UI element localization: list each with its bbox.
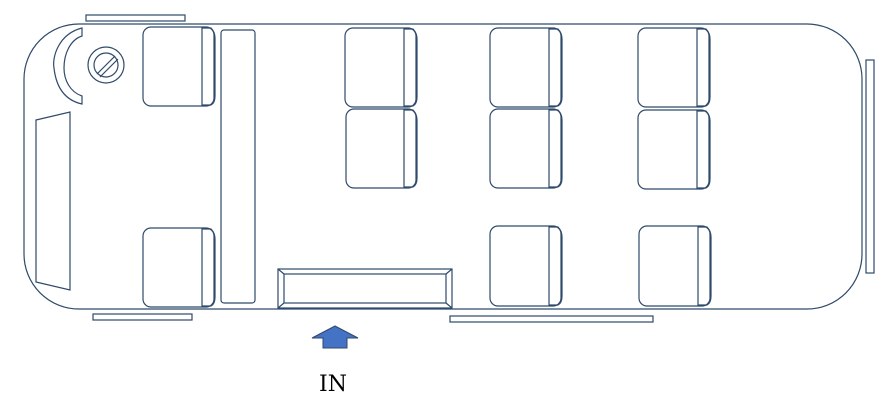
seat-row1-top: [344, 27, 418, 108]
entrance-label: IN: [319, 372, 347, 397]
seat-driver: [142, 26, 216, 107]
rear-bumper: [865, 59, 875, 274]
seat-row3-bottom: [638, 225, 712, 307]
dashboard: [35, 111, 71, 291]
seat-row3-middle: [637, 109, 711, 190]
bus-body: [23, 23, 863, 310]
side-strip-right: [449, 315, 654, 323]
seat-row2-bottom: [489, 225, 563, 307]
seat-row1-middle: [345, 108, 418, 189]
seat-row2-middle: [489, 108, 563, 189]
entrance-step: [277, 268, 453, 309]
steering-wheel-icon: [87, 46, 125, 84]
seat-row3-top: [637, 27, 711, 108]
seat-row2-top: [489, 27, 563, 108]
driver-console: [53, 27, 83, 105]
side-mirror-bottom: [92, 313, 193, 321]
seat-front-lower: [142, 227, 216, 308]
entry-arrow-icon: [311, 325, 359, 349]
side-mirror-top: [85, 14, 186, 22]
partition-wall: [220, 29, 256, 304]
